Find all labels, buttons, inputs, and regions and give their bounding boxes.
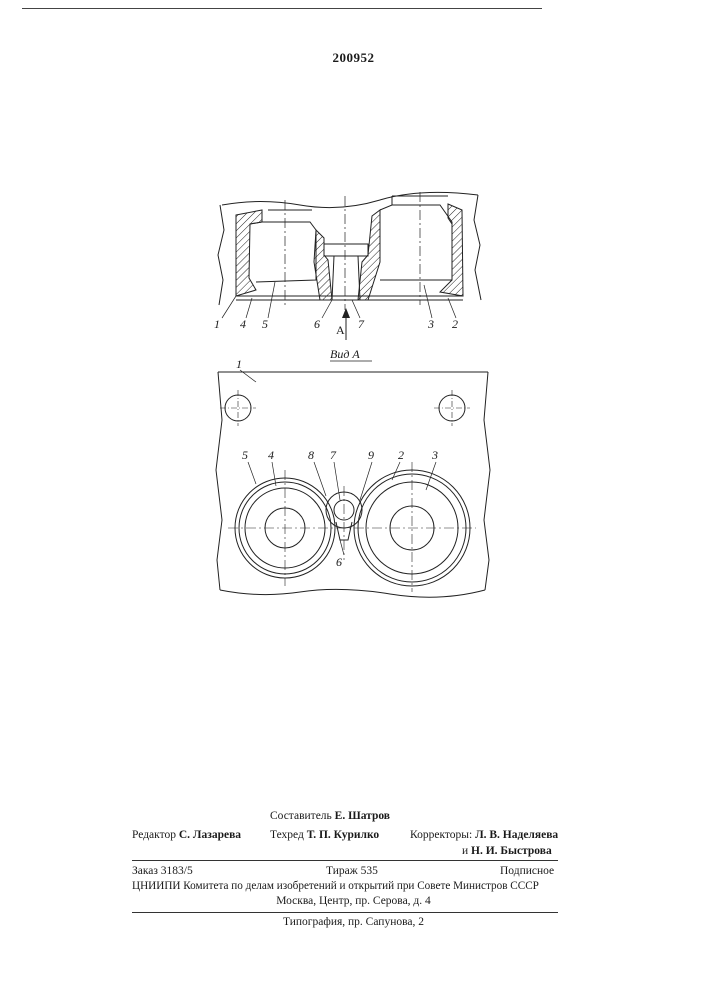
- section-label-3: 3: [427, 317, 434, 331]
- techred-line: Техред Т. П. Курилко: [270, 829, 379, 841]
- plan-label-5: 5: [242, 448, 248, 462]
- corrector-1: Л. В. Наделяева: [475, 829, 558, 841]
- plan-label-7: 7: [330, 448, 337, 462]
- compiler-name: Е. Шатров: [335, 810, 390, 822]
- section-label-4: 4: [240, 317, 246, 331]
- view-title: Вид А: [330, 347, 360, 361]
- compiler-label: Составитель: [270, 810, 332, 822]
- techred-label: Техред: [270, 829, 304, 841]
- correctors-line: Корректоры: Л. В. Наделяева: [410, 829, 558, 841]
- section-label-5: 5: [262, 317, 268, 331]
- editor-line: Редактор С. Лазарева: [132, 829, 241, 841]
- correctors-label: Корректоры:: [410, 829, 472, 841]
- subscription: Подписное: [500, 865, 554, 877]
- section-label-1: 1: [214, 317, 220, 331]
- print-run: Тираж 535: [326, 865, 378, 877]
- section-label-arrow-a: A: [336, 323, 345, 337]
- break-line-right: [474, 195, 481, 300]
- editor-name: С. Лазарева: [179, 829, 241, 841]
- plan-label-6: 6: [336, 555, 342, 569]
- organization: ЦНИИПИ Комитета по делам изобретений и о…: [132, 880, 558, 892]
- imprint-rule-bottom: [132, 912, 558, 913]
- section-view: 1 4 5 6 A 7 3 2: [214, 192, 481, 340]
- patent-drawing: 1 4 5 6 A 7 3 2 Вид А: [0, 0, 707, 640]
- plan-label-9: 9: [368, 448, 374, 462]
- plan-label-8: 8: [308, 448, 314, 462]
- section-label-7: 7: [358, 317, 365, 331]
- plan-label-4: 4: [268, 448, 274, 462]
- plan-label-1: 1: [236, 357, 242, 371]
- plan-label-2: 2: [398, 448, 404, 462]
- plan-label-3: 3: [431, 448, 438, 462]
- section-label-6: 6: [314, 317, 320, 331]
- corrector-2: Н. И. Быстрова: [471, 845, 552, 857]
- techred-name: Т. П. Курилко: [307, 829, 379, 841]
- editor-label: Редактор: [132, 829, 176, 841]
- imprint-rule-top: [132, 860, 558, 861]
- section-label-2: 2: [452, 317, 458, 331]
- plan-view: 1 5 4 8 7 9 2 3 6: [216, 357, 490, 597]
- order-number: Заказ 3183/5: [132, 865, 193, 877]
- break-line-left: [218, 205, 224, 305]
- address: Москва, Центр, пр. Серова, д. 4: [0, 895, 707, 907]
- printer: Типография, пр. Сапунова, 2: [0, 916, 707, 928]
- compiler-line: Составитель Е. Шатров: [270, 810, 390, 822]
- corrector-2-line: и Н. И. Быстрова: [462, 845, 552, 857]
- corrector-2-prefix: и: [462, 845, 468, 857]
